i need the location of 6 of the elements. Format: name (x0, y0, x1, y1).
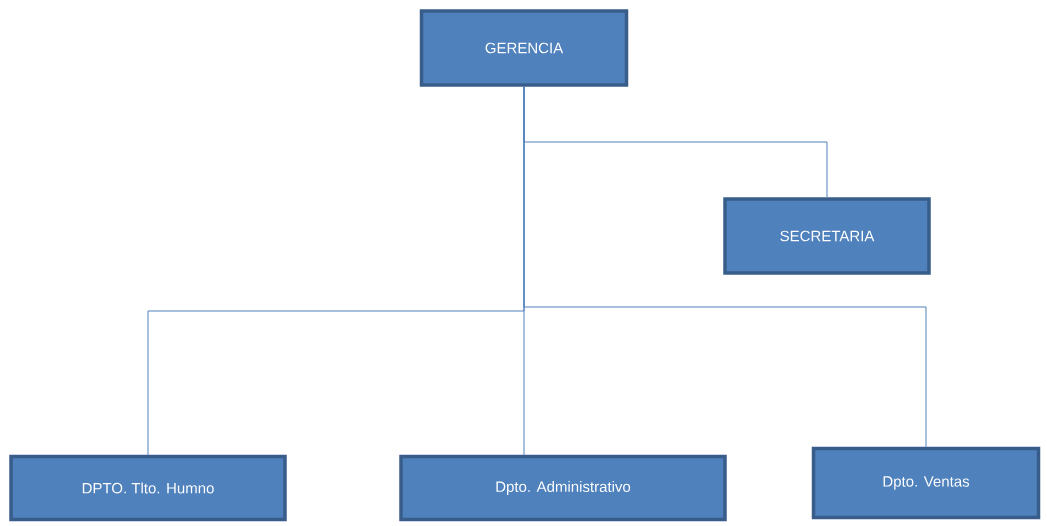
org-box: SECRETARIA (723, 197, 931, 275)
connector-line (523, 86, 927, 448)
org-box: Dpto. Administrativo (399, 454, 727, 522)
org-box: GERENCIA (419, 9, 629, 87)
org-box: Dpto. Ventas (811, 446, 1041, 520)
org-box: DPTO. Tlto. Humno (9, 454, 287, 522)
